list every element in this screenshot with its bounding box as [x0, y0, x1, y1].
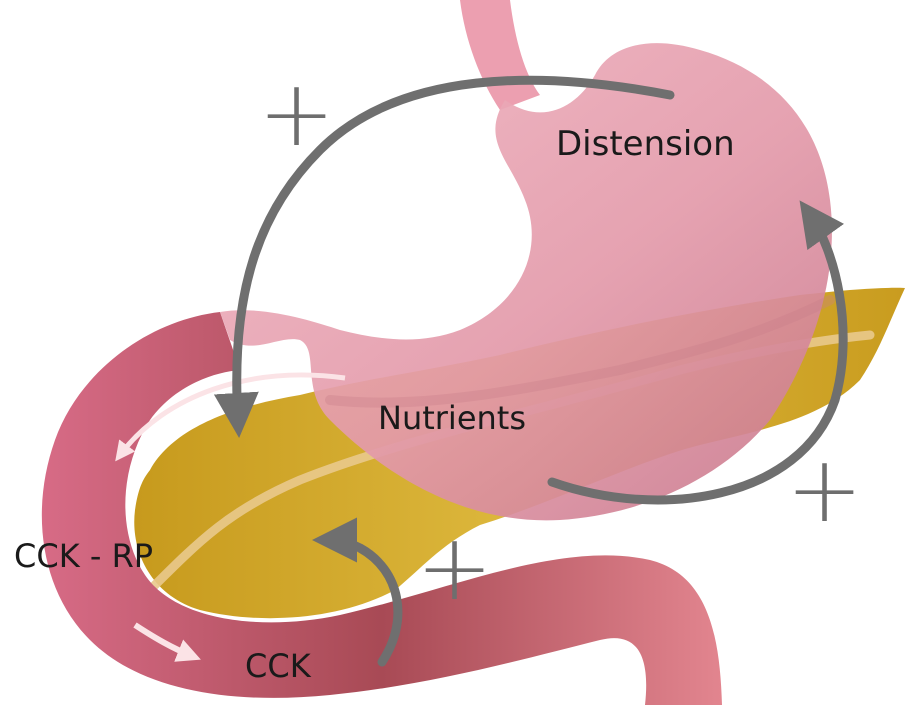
label-distension: Distension: [556, 127, 735, 161]
esophagus: [460, 0, 540, 110]
plus-sign-center: +: [416, 522, 493, 614]
label-cck-rp: CCK - RP: [14, 540, 153, 572]
label-nutrients: Nutrients: [378, 402, 526, 434]
label-cck: CCK: [245, 650, 311, 682]
plus-sign-top-left: +: [258, 68, 335, 160]
plus-sign-right: +: [786, 444, 863, 536]
